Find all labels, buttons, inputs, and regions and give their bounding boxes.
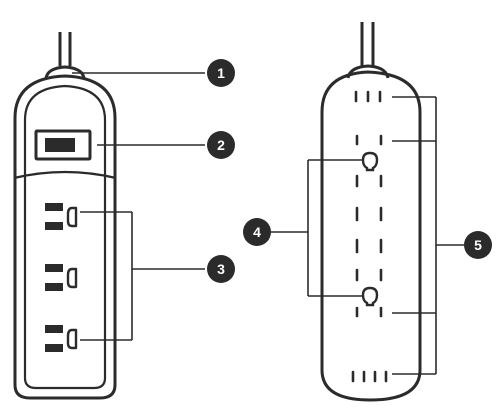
- leader-bracket-4: [270, 159, 363, 297]
- front-divider: [13, 170, 117, 180]
- front-inner-contour: [23, 84, 107, 390]
- callout-1: 1: [207, 59, 235, 87]
- power-switch: [34, 129, 92, 161]
- back-view: [320, 22, 422, 402]
- callout-3: 3: [207, 255, 235, 283]
- outlet-3: [45, 325, 78, 352]
- mounting-hole-bottom: [361, 286, 379, 307]
- callout-number: 4: [253, 224, 261, 240]
- outlet-2: [45, 264, 78, 291]
- back-leader-lines: [270, 96, 478, 375]
- mounting-holes: [361, 151, 379, 307]
- front-outer-body: [13, 74, 117, 400]
- power-cord: [58, 32, 72, 66]
- callout-5: 5: [464, 231, 492, 259]
- back-power-cord: [360, 22, 375, 68]
- callout-circle: [464, 231, 492, 259]
- front-leader-lines: [72, 72, 205, 341]
- callout-circle: [207, 255, 235, 283]
- outlets: [45, 203, 78, 352]
- callout-number: 3: [217, 261, 225, 277]
- leader-bracket-5: [392, 96, 478, 375]
- back-outer-body: [320, 70, 422, 402]
- callout-number: 5: [474, 237, 482, 253]
- outlet-1: [45, 203, 78, 230]
- mounting-hole-top: [361, 151, 379, 172]
- ventilation-slots: [351, 90, 388, 383]
- callout-number: 1: [217, 65, 225, 81]
- callout-2: 2: [207, 131, 235, 159]
- callout-number: 2: [217, 137, 225, 153]
- callout-4: 4: [243, 218, 271, 246]
- front-view: [13, 32, 117, 400]
- leader-bracket-3: [80, 211, 205, 341]
- callout-circle: [207, 131, 235, 159]
- callout-circle: [243, 218, 271, 246]
- callout-circle: [207, 59, 235, 87]
